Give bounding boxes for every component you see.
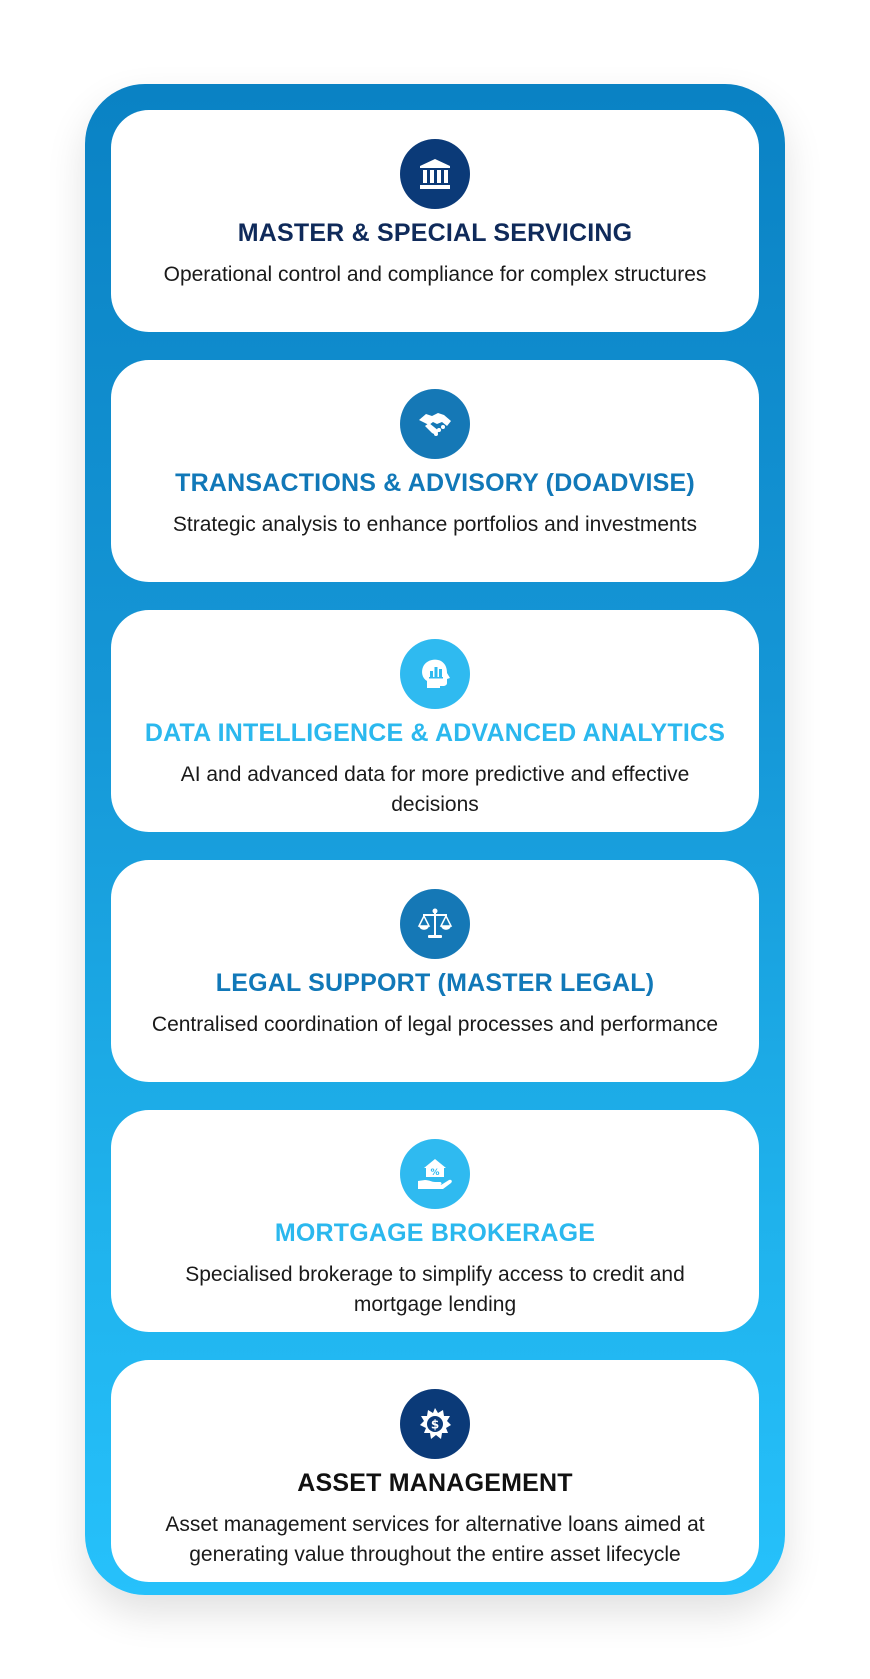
house-hand-icon: % <box>418 1159 452 1189</box>
handshake-icon <box>419 413 451 436</box>
svg-text:$: $ <box>431 1418 439 1432</box>
scales-icon <box>417 908 453 938</box>
service-card-transactions-advisory: TRANSACTIONS & ADVISORY (DOADVISE) Strat… <box>111 360 759 582</box>
icon-badge <box>400 139 470 209</box>
head-analytics-icon <box>422 659 450 688</box>
icon-badge <box>400 889 470 959</box>
service-title: LEGAL SUPPORT (MASTER LEGAL) <box>215 969 655 997</box>
service-card-mortgage-brokerage: % MORTGAGE BROKERAGE Specialised brokera… <box>111 1110 759 1332</box>
icon-badge <box>400 639 470 709</box>
service-card-master-servicing: MASTER & SPECIAL SERVICING Operational c… <box>111 110 759 332</box>
service-description: Strategic analysis to enhance portfolios… <box>172 513 698 536</box>
service-title: MASTER & SPECIAL SERVICING <box>237 219 633 247</box>
service-card-legal-support: LEGAL SUPPORT (MASTER LEGAL) Centralised… <box>111 860 759 1082</box>
service-card-asset-management: $ ASSET MANAGEMENT Asset management serv… <box>111 1360 759 1582</box>
service-title: MORTGAGE BROKERAGE <box>274 1219 596 1247</box>
service-description: Specialised brokerage to simplify access… <box>185 1263 685 1316</box>
service-description: Operational control and compliance for c… <box>163 263 707 286</box>
service-description: Centralised coordination of legal proces… <box>151 1013 719 1036</box>
service-title: DATA INTELLIGENCE & ADVANCED ANALYTICS <box>144 719 726 747</box>
services-panel: MASTER & SPECIAL SERVICING Operational c… <box>85 84 785 1595</box>
svg-text:%: % <box>430 1168 439 1178</box>
service-title: ASSET MANAGEMENT <box>297 1469 573 1497</box>
bank-icon <box>420 159 450 189</box>
icon-badge: % <box>400 1139 470 1209</box>
service-card-data-intelligence: DATA INTELLIGENCE & ADVANCED ANALYTICS A… <box>111 610 759 832</box>
service-description: Asset management services for alternativ… <box>165 1513 705 1566</box>
service-title: TRANSACTIONS & ADVISORY (DOADVISE) <box>175 469 695 497</box>
service-description: AI and advanced data for more predictive… <box>180 763 690 816</box>
icon-badge <box>400 389 470 459</box>
icon-badge: $ <box>400 1389 470 1459</box>
gear-dollar-icon: $ <box>420 1408 451 1439</box>
